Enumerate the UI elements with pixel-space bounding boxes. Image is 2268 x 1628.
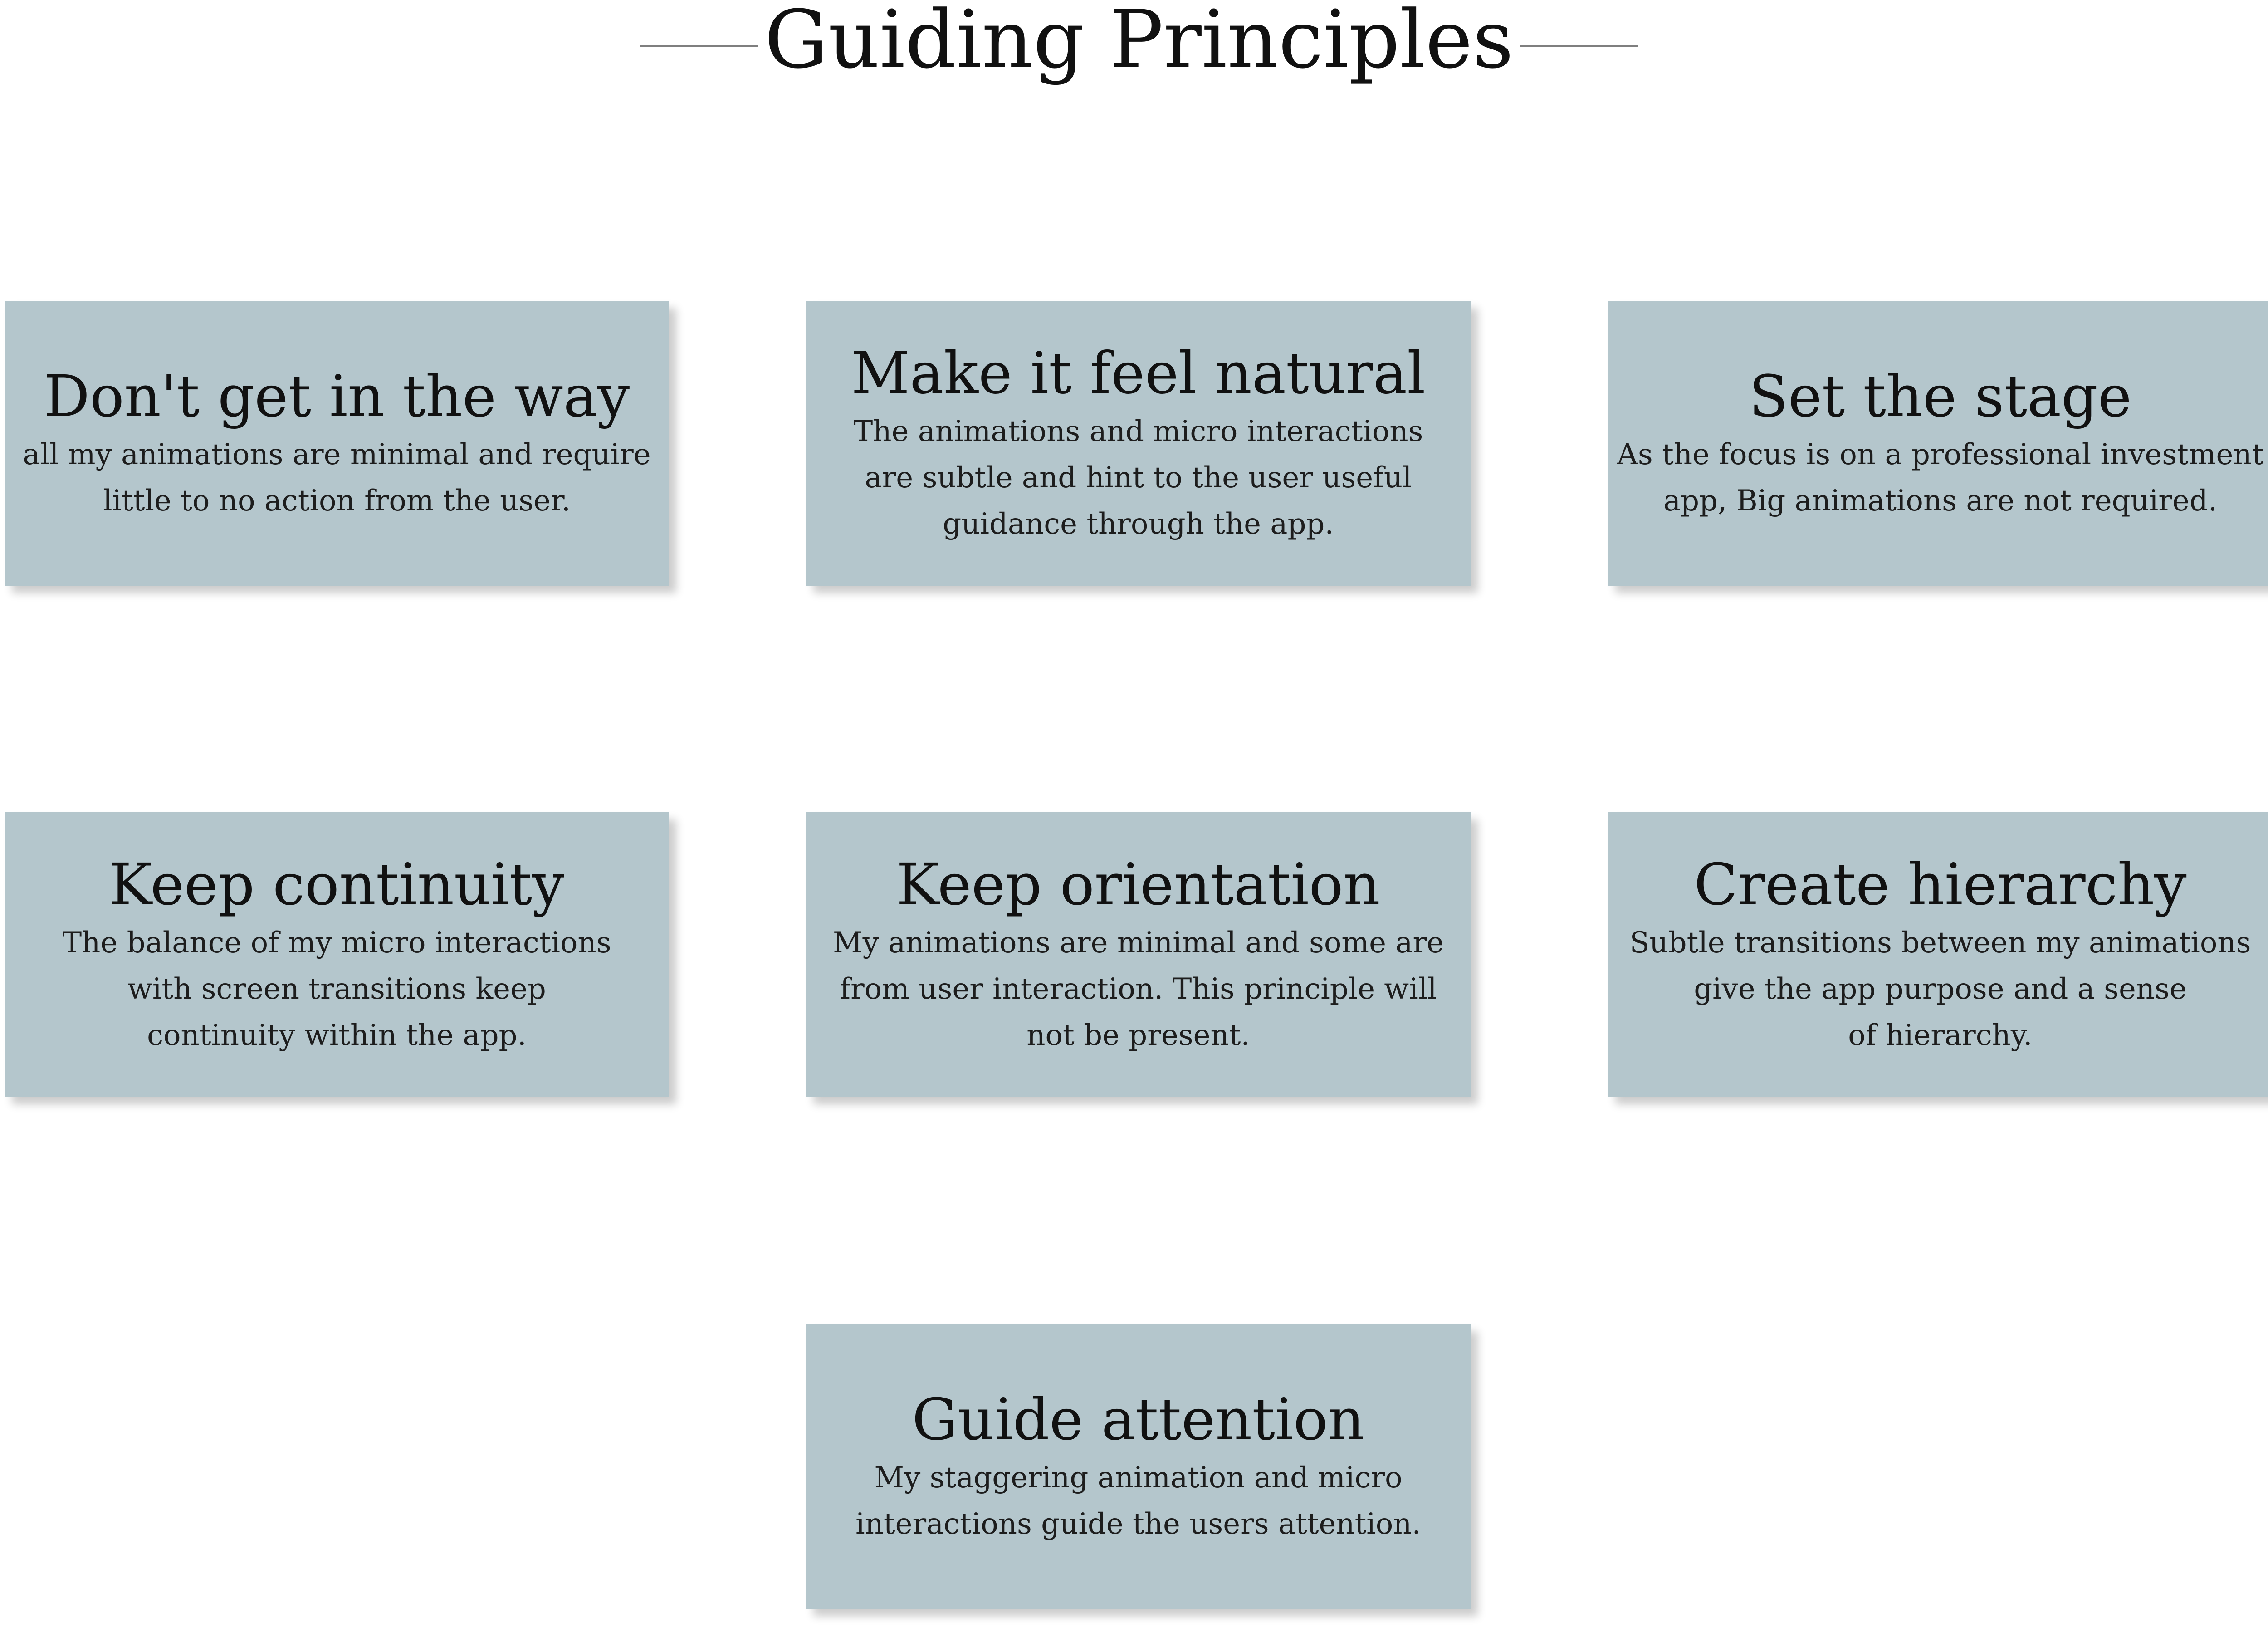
principle-title: Make it feel natural xyxy=(851,340,1426,407)
principle-card-dont-get-in-the-way: Don't get in the way all my animations a… xyxy=(5,301,669,586)
principle-card-set-the-stage: Set the stage As the focus is on a profe… xyxy=(1608,301,2268,586)
principle-description: The balance of my micro interactions wit… xyxy=(62,920,611,1059)
principle-description-line: little to no action from the user. xyxy=(103,484,571,518)
page-title: Guiding Principles xyxy=(764,0,1514,86)
page-header: Guiding Principles xyxy=(0,0,2268,91)
principle-card-make-it-feel-natural: Make it feel natural The animations and … xyxy=(806,301,1471,586)
principle-description-line: app, Big animations are not required. xyxy=(1663,484,2218,518)
principle-description-line: My animations are minimal and some are xyxy=(833,926,1444,960)
principle-description: My animations are minimal and some are f… xyxy=(833,920,1444,1059)
principle-title: Guide attention xyxy=(912,1386,1365,1453)
header-rule-left xyxy=(640,45,758,47)
principle-description-line: interactions guide the users attention. xyxy=(855,1507,1421,1541)
principle-title: Keep continuity xyxy=(109,851,565,918)
principle-card-create-hierarchy: Create hierarchy Subtle transitions betw… xyxy=(1608,812,2268,1097)
principle-description: all my animations are minimal and requir… xyxy=(23,432,650,524)
principle-description-line: The animations and micro interactions xyxy=(853,415,1423,448)
principle-description-line: of hierarchy. xyxy=(1848,1019,2033,1052)
principle-description-line: My staggering animation and micro xyxy=(874,1461,1403,1495)
principle-description-line: As the focus is on a professional invest… xyxy=(1617,438,2264,471)
principle-title: Don't get in the way xyxy=(44,363,630,430)
principle-description: Subtle transitions between my animations… xyxy=(1630,920,2251,1059)
principle-description-line: all my animations are minimal and requir… xyxy=(23,438,651,471)
principle-description-line: with screen transitions keep xyxy=(127,972,546,1006)
principle-card-keep-orientation: Keep orientation My animations are minim… xyxy=(806,812,1471,1097)
principle-description-line: are subtle and hint to the user useful xyxy=(865,461,1412,495)
principle-title: Create hierarchy xyxy=(1694,851,2187,918)
principle-description-line: continuity within the app. xyxy=(147,1019,527,1052)
principle-description-line: guidance through the app. xyxy=(943,507,1334,541)
header-rule-right xyxy=(1520,45,1638,47)
principle-card-keep-continuity: Keep continuity The balance of my micro … xyxy=(5,812,669,1097)
principle-description-line: The balance of my micro interactions xyxy=(62,926,611,960)
principle-description-line: from user interaction. This principle wi… xyxy=(840,972,1437,1006)
principle-title: Keep orientation xyxy=(896,851,1380,918)
principle-description: My staggering animation and micro intera… xyxy=(855,1455,1421,1547)
principle-description-line: give the app purpose and a sense xyxy=(1694,972,2187,1006)
principle-description-line: Subtle transitions between my animations xyxy=(1629,926,2251,960)
principle-description: As the focus is on a professional invest… xyxy=(1617,432,2264,524)
principle-description: The animations and micro interactions ar… xyxy=(854,408,1423,547)
principle-description-line: not be present. xyxy=(1026,1019,1250,1052)
principle-title: Set the stage xyxy=(1749,363,2132,430)
principle-card-guide-attention: Guide attention My staggering animation … xyxy=(806,1324,1471,1609)
